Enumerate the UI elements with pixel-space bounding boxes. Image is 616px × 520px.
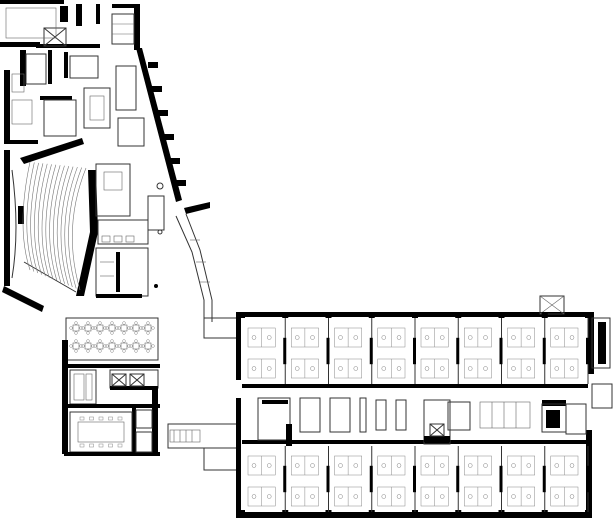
- chair: [108, 416, 113, 421]
- pier: [412, 510, 418, 516]
- workstation-bay: [247, 318, 287, 384]
- office-suite: [4, 50, 145, 147]
- workstation-bay: [550, 318, 589, 384]
- auditorium-seating: [22, 161, 87, 291]
- table-cluster: [69, 321, 83, 335]
- pier: [541, 510, 548, 516]
- chair: [98, 416, 104, 421]
- workstation-bay: [291, 446, 330, 512]
- facade-piers-north: [239, 312, 591, 318]
- pier: [282, 312, 289, 318]
- seat-row: [56, 166, 70, 284]
- workstation-bay: [507, 318, 546, 384]
- pier: [239, 312, 245, 318]
- workstation-bay: [334, 318, 373, 384]
- pier: [412, 312, 418, 318]
- table-cluster: [105, 339, 119, 353]
- pier: [455, 510, 462, 516]
- workstation-bay: [420, 318, 460, 384]
- table-cluster: [105, 321, 119, 335]
- west-wing-facade: [136, 48, 213, 322]
- workstations-south: [247, 446, 589, 512]
- workstation-bay: [507, 446, 546, 512]
- pier: [455, 312, 462, 318]
- seat-row: [22, 161, 31, 271]
- table-cluster: [69, 339, 83, 353]
- pier: [368, 312, 375, 318]
- seat-row: [60, 166, 74, 286]
- conference-chairs: [79, 416, 123, 448]
- table-cluster: [81, 339, 95, 353]
- auditorium: [2, 138, 165, 312]
- west-wing: [0, 0, 239, 471]
- workstation-bay: [420, 446, 460, 512]
- pier: [325, 312, 332, 318]
- table-cluster: [117, 321, 131, 335]
- table-cluster: [129, 339, 143, 353]
- pier: [368, 510, 375, 516]
- workstation-bay: [550, 446, 589, 512]
- workstation-bay: [377, 446, 416, 512]
- table-cluster: [129, 321, 143, 335]
- workstation-bay: [334, 446, 373, 512]
- pier: [282, 510, 289, 516]
- service-core: [242, 384, 588, 446]
- chair: [117, 443, 123, 448]
- table-cluster: [141, 321, 155, 335]
- pier: [239, 510, 245, 516]
- workstation-bay: [377, 318, 416, 384]
- seminar-room: [65, 317, 159, 361]
- table-cluster: [93, 321, 107, 335]
- seat-row: [53, 165, 65, 283]
- chair: [98, 443, 104, 448]
- seat-row: [41, 164, 52, 278]
- seat-row: [45, 164, 57, 280]
- seat-row: [26, 162, 35, 272]
- pier: [498, 510, 505, 516]
- chair: [89, 416, 94, 421]
- link-bridge: [167, 317, 239, 471]
- pier: [498, 312, 505, 318]
- pier: [585, 510, 591, 516]
- lower-room-block: [62, 340, 160, 456]
- seat-row: [71, 167, 87, 291]
- seminar-tables: [69, 321, 155, 353]
- workstation-bay: [247, 446, 287, 512]
- pier: [541, 312, 548, 318]
- chair: [79, 443, 85, 448]
- table-cluster: [93, 339, 107, 353]
- workstation-bay: [464, 446, 503, 512]
- seat-row: [49, 165, 61, 281]
- seat-row: [68, 167, 82, 289]
- seat-row: [37, 163, 48, 277]
- pier: [325, 510, 332, 516]
- north-office-block: [0, 0, 140, 50]
- seat-row: [64, 166, 78, 288]
- table-cluster: [141, 339, 155, 353]
- seat-row: [30, 162, 39, 274]
- chair: [79, 416, 85, 421]
- pier: [585, 312, 591, 318]
- table-cluster: [117, 339, 131, 353]
- workstations-north: [247, 318, 589, 384]
- seat-row: [34, 163, 44, 275]
- facade-piers-south: [239, 510, 591, 516]
- east-wing: [236, 295, 613, 518]
- chair: [117, 416, 123, 421]
- table-cluster: [81, 321, 95, 335]
- workstation-bay: [464, 318, 503, 384]
- chair: [108, 443, 113, 448]
- workstation-bay: [291, 318, 330, 384]
- chair: [89, 443, 94, 448]
